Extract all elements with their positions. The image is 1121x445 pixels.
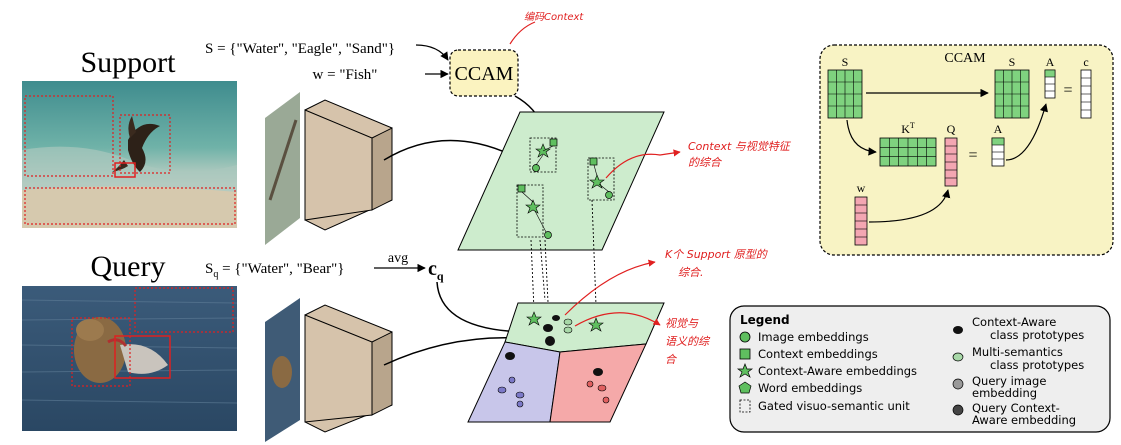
projection-lines (530, 199, 597, 311)
annotation-encode-context: 编码Context (524, 11, 584, 23)
equals-mid: = (968, 147, 977, 164)
query-image (21, 286, 238, 431)
legend-right-5: embedding (972, 386, 1037, 400)
legend-word-embedding-icon (738, 381, 752, 394)
query-set-label: Sq = {"Water", "Bear"} (205, 261, 344, 280)
legend-item-1: Context embeddings (758, 347, 878, 361)
matrix-w-label: w (857, 181, 866, 195)
ccam-panel-title: CCAM (944, 51, 986, 66)
legend-prototype-icon (953, 326, 963, 334)
matrix-s-copy (994, 69, 1030, 119)
legend-image-embedding-icon (739, 331, 751, 343)
legend-context-embedding-icon (739, 348, 751, 360)
support-image (22, 81, 237, 228)
annotation-visual: 视觉与 (665, 317, 699, 330)
query-context-vector: cq (428, 258, 444, 283)
matrix-c (1080, 69, 1092, 119)
matrix-q-label: Q (947, 122, 956, 136)
legend-right-0: Context-Aware (972, 315, 1056, 329)
support-title: Support (80, 46, 176, 79)
legend-item-2: Context-Aware embeddings (758, 364, 917, 378)
ccam-box-label: CCAM (455, 63, 514, 85)
annotation-context2: 的综合 (688, 156, 723, 169)
legend-item-0: Image embeddings (758, 330, 869, 344)
legend-multisemantic-icon (952, 352, 964, 362)
legend-right-4: Query image (972, 374, 1046, 388)
support-word-label: w = "Fish" (313, 67, 378, 83)
support-set-label: S = {"Water", "Eagle", "Sand"} (205, 41, 395, 57)
matrix-kt-label: KT (901, 121, 915, 136)
matrix-a-label: A (1046, 55, 1055, 69)
matrix-s-label: S (842, 55, 849, 69)
matrix-a (1044, 69, 1056, 99)
legend-item-4: Gated visuo-semantic unit (758, 399, 910, 413)
query-encoder (304, 304, 393, 433)
legend-right-2: Multi-semantics (972, 345, 1063, 359)
legend-item-3: Word embeddings (758, 381, 862, 395)
matrix-c-label: c (1083, 55, 1088, 69)
query-prototypes (497, 311, 610, 408)
equals-top: = (1063, 82, 1072, 99)
legend-query-context-icon (952, 404, 964, 416)
legend-title: Legend (740, 313, 790, 327)
matrix-s2-label: S (1009, 55, 1016, 69)
legend-right-7: Aware embedding (972, 413, 1076, 427)
avg-label: avg (388, 251, 408, 266)
legend-right-6: Query Context- (972, 401, 1060, 415)
annotation-k-support2: 综合. (678, 266, 704, 279)
legend-context-aware-icon (736, 363, 754, 378)
legend-query-image-icon (952, 378, 964, 390)
matrix-a-result (991, 137, 1005, 167)
matrix-kt (879, 137, 937, 167)
support-embedding-plane (457, 111, 665, 251)
matrix-s (827, 69, 863, 119)
matrix-q (944, 137, 958, 187)
legend-gated-unit-icon (739, 399, 751, 413)
ccam-panel (819, 44, 1114, 256)
support-units (516, 137, 615, 239)
annotation-visual2: 语义的综 (665, 335, 711, 348)
legend-right-3: class prototypes (990, 358, 1084, 372)
query-thumbnail (265, 298, 300, 442)
ccam-box (449, 49, 519, 97)
legend-box (729, 305, 1111, 433)
support-encoder (304, 99, 393, 231)
query-title: Query (91, 250, 166, 283)
legend-right-1: class prototypes (990, 328, 1084, 342)
annotation-visual3: 合 (665, 353, 678, 366)
matrix-a2-label: A (994, 122, 1003, 136)
matrix-w (854, 196, 868, 246)
annotation-k-support: K个 Support 原型的 (665, 248, 769, 261)
annotation-context: Context 与视觉特征 (688, 140, 792, 153)
support-thumbnail (265, 92, 300, 245)
